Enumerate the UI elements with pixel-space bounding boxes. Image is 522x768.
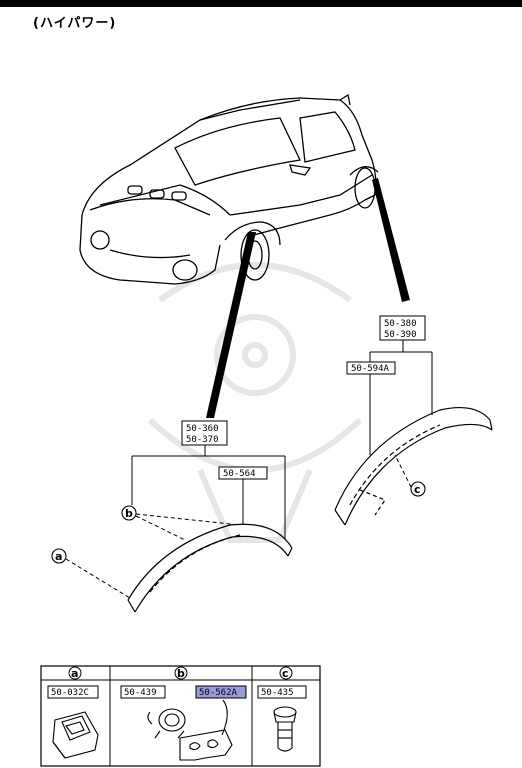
rear-group-part-2: 50-390 <box>384 330 417 340</box>
front-fender-flare <box>127 523 293 613</box>
legend-part-b-1: 50-439 <box>124 688 157 698</box>
rear-fender-flare <box>334 407 493 526</box>
fastener-legend-table: a b c 50-032C 50-439 50-562A 50-435 <box>40 665 321 767</box>
rear-callout: 50-380 50-390 50-594A <box>346 315 433 455</box>
legend-part-a: 50-032C <box>51 688 89 698</box>
svg-text:a: a <box>71 667 78 680</box>
legend-header-c: c <box>279 666 293 680</box>
svg-text:c: c <box>414 483 421 496</box>
rear-group-part-1: 50-380 <box>384 319 417 329</box>
top-header-bar <box>0 0 522 7</box>
watermark-emblem <box>147 262 363 543</box>
rear-part-number: 50-594A <box>351 364 390 374</box>
grommet-b-icon <box>147 708 186 739</box>
front-group-part-2: 50-370 <box>186 435 219 445</box>
svg-text:c: c <box>282 667 289 680</box>
front-group-part-1: 50-360 <box>186 424 219 434</box>
circle-label-a: a <box>51 548 131 599</box>
front-callout: 50-360 50-370 50-564 <box>131 420 286 540</box>
svg-text:a: a <box>55 550 62 563</box>
circle-label-c: c <box>394 454 426 497</box>
svg-text:b: b <box>177 667 185 680</box>
legend-header-a: a <box>68 666 82 680</box>
pointer-lines <box>206 178 410 418</box>
variant-heading: (ハイパワー) <box>33 16 117 31</box>
svg-text:b: b <box>125 507 133 520</box>
legend-part-c: 50-435 <box>261 688 294 698</box>
car-illustration <box>79 93 379 285</box>
push-clip-c-icon <box>273 706 297 752</box>
circle-label-b: b <box>121 505 241 541</box>
bracket-b-icon <box>179 699 233 761</box>
legend-part-b-2-highlighted: 50-562A <box>199 688 238 698</box>
front-part-number: 50-564 <box>223 469 256 479</box>
legend-header-b: b <box>174 666 188 680</box>
clip-a-icon <box>52 711 99 759</box>
